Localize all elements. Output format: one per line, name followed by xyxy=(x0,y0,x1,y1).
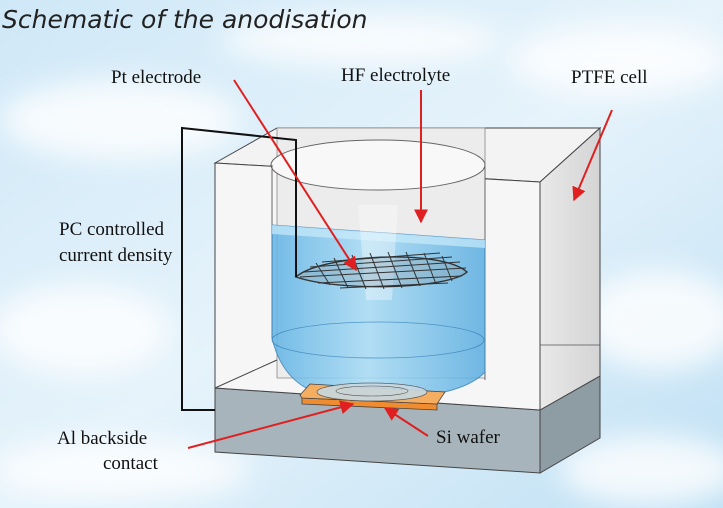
label-pc-controlled: PC controlled xyxy=(59,219,165,240)
page-title: Schematic of the anodisation xyxy=(2,5,367,34)
cavity-top-rim xyxy=(270,139,486,191)
cavity-floor-line xyxy=(214,359,278,389)
electrolyte-surface xyxy=(272,225,485,248)
arrow-ptfe-cell xyxy=(572,109,613,202)
cloud-texture xyxy=(0,15,723,505)
label-contact: contact xyxy=(103,453,159,474)
circuit-wire xyxy=(181,126,297,411)
label-si-wafer: Si wafer xyxy=(436,427,501,448)
label-hf-electrolyte: HF electrolyte xyxy=(341,65,450,86)
arrow-si-wafer xyxy=(383,407,429,437)
label-al-backside: Al backside xyxy=(57,428,147,449)
electrolyte-bottom-curve xyxy=(271,321,485,359)
label-current-density: current density xyxy=(59,245,173,266)
arrow-al-contact xyxy=(187,400,355,449)
label-ptfe-cell: PTFE cell xyxy=(571,67,648,88)
label-pt-electrode: Pt electrode xyxy=(111,67,201,88)
light-reflection xyxy=(358,205,398,300)
o-ring-inner xyxy=(335,385,409,397)
arrow-pt-electrode xyxy=(233,79,357,272)
